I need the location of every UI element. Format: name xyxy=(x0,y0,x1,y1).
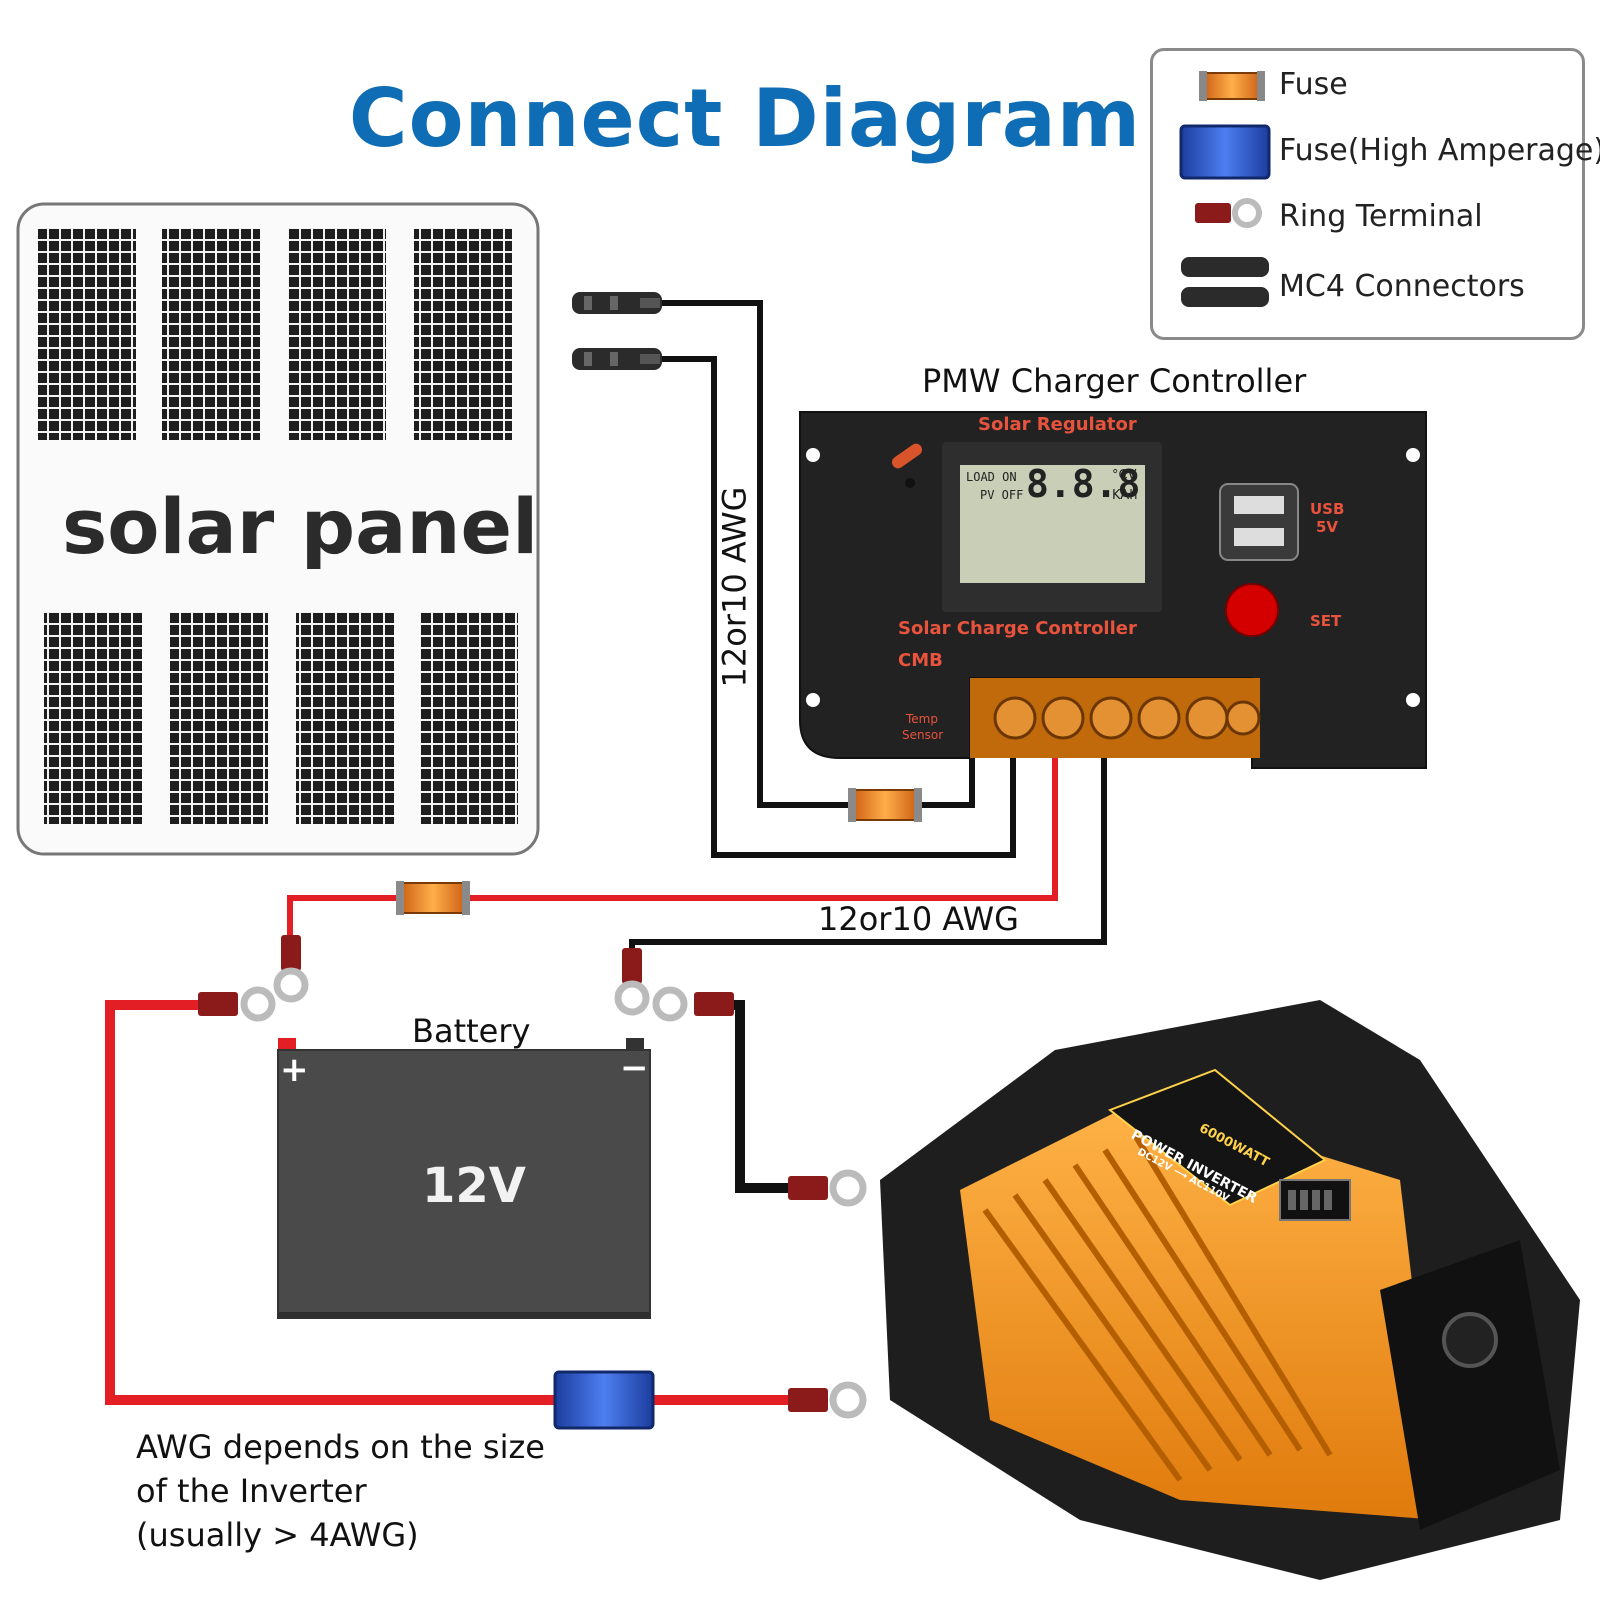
power-inverter xyxy=(880,1000,1580,1580)
legend: Fuse Fuse(High Amperage) Ring Terminal M… xyxy=(1150,48,1600,340)
legend-label-mc4: MC4 Connectors xyxy=(1279,269,1525,304)
mc4-connector-icon xyxy=(572,292,662,370)
solar-panel-label: solar panel xyxy=(62,482,539,571)
pv-positive-wire-to-terminal xyxy=(918,755,975,808)
battery-positive-wire-to-terminal xyxy=(287,895,398,935)
controller-model: CMB xyxy=(898,650,943,671)
solar-cell-block xyxy=(38,228,136,440)
inverter-brand-label xyxy=(1107,1068,1327,1207)
page-title: Connect Diagram xyxy=(348,72,1142,165)
lcd-unit-bottom: KAh xyxy=(1112,488,1138,503)
sensor-label: Sensor xyxy=(902,728,944,742)
controller-brand-top: Solar Regulator xyxy=(978,414,1137,435)
ring-terminal-icon xyxy=(198,935,867,1419)
solar-cell-block xyxy=(44,612,142,824)
battery-minus: − xyxy=(620,1048,649,1088)
battery xyxy=(277,1038,651,1319)
lcd-load-on: LOAD ON xyxy=(966,470,1017,484)
solar-cell-block xyxy=(162,228,260,440)
lcd-digits: 8.8.8 xyxy=(1026,462,1141,506)
solar-cell-block xyxy=(170,612,268,824)
battery-heading: Battery xyxy=(412,1012,531,1050)
solar-cell-block xyxy=(296,612,394,824)
controller-brand-bottom: Solar Charge Controller xyxy=(898,618,1137,639)
pv-negative-wire xyxy=(662,356,1016,858)
horizontal-wire-gauge-label: 12or10 AWG xyxy=(818,900,1019,938)
legend-icons xyxy=(1179,71,1271,307)
inverter-positive-wire xyxy=(105,1000,555,1405)
usb-voltage: 5V xyxy=(1316,518,1339,536)
legend-label-high-amperage-fuse: Fuse(High Amperage) xyxy=(1279,133,1600,168)
fuse-icon xyxy=(848,788,922,822)
note-line-3: (usually > 4AWG) xyxy=(136,1516,419,1554)
usb-label: USB xyxy=(1310,500,1345,518)
fuse-icon xyxy=(396,881,470,915)
ac-outlet xyxy=(1442,1312,1498,1368)
mc4-connector-icon xyxy=(1181,257,1269,307)
high-amperage-fuse-icon xyxy=(553,1370,655,1430)
pv-positive-wire xyxy=(662,300,850,808)
ring-terminal-icon xyxy=(1195,198,1262,228)
note-line-2: of the Inverter xyxy=(136,1472,367,1510)
solar-panel xyxy=(16,202,540,856)
solar-cell-block xyxy=(288,228,386,440)
usb-port xyxy=(1219,483,1299,561)
set-label: SET xyxy=(1310,612,1342,630)
legend-label-ring-terminal: Ring Terminal xyxy=(1279,199,1483,234)
lcd-screen xyxy=(960,465,1145,583)
controller-heading: PMW Charger Controller xyxy=(922,362,1307,400)
inverter-outlet-panel xyxy=(1380,1240,1560,1530)
note-line-1: AWG depends on the size xyxy=(136,1428,545,1466)
inverter-negative-wire xyxy=(730,1000,790,1193)
battery-plus: + xyxy=(280,1050,309,1090)
pv-wires xyxy=(662,300,1016,858)
set-button xyxy=(1225,583,1279,637)
legend-label-fuse: Fuse xyxy=(1279,67,1348,102)
vertical-wire-gauge-label: 12or10 AWG xyxy=(715,486,754,688)
battery-positive-wire xyxy=(463,755,1058,901)
charge-controller xyxy=(799,411,1427,769)
lcd-pv-off: PV OFF xyxy=(980,488,1024,502)
lcd-unit-top: °CV xyxy=(1112,468,1137,483)
high-amperage-fuse-icon xyxy=(1179,124,1271,180)
temp-label: Temp xyxy=(906,712,938,726)
battery-voltage: 12V xyxy=(422,1158,526,1214)
solar-cell-block xyxy=(420,612,518,824)
solar-cell-block xyxy=(414,228,512,440)
fuse-icon xyxy=(1199,71,1265,101)
thermometer-icon xyxy=(891,443,923,469)
